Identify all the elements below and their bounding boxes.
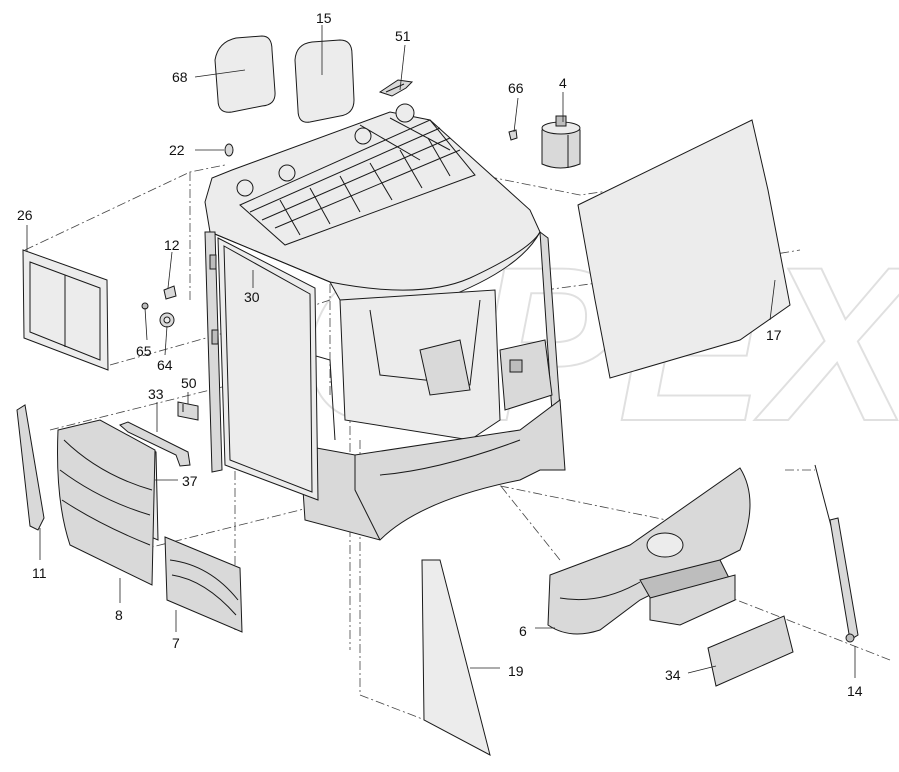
rear-glass-19 — [421, 559, 491, 756]
callouts: 15 51 68 66 4 22 26 12 30 65 64 50 33 37… — [17, 10, 863, 699]
callout-37: 37 — [182, 473, 198, 489]
fastener-22 — [224, 143, 234, 157]
callout-65: 65 — [136, 343, 152, 359]
callout-15: 15 — [316, 10, 332, 26]
callout-19: 19 — [508, 663, 524, 679]
cab-frame — [204, 111, 566, 541]
callout-30: 30 — [244, 289, 260, 305]
hardware-64 — [159, 312, 175, 328]
trim-strip-11 — [16, 404, 45, 531]
callout-22: 22 — [169, 142, 185, 158]
door-30 — [209, 237, 319, 501]
callout-17: 17 — [766, 327, 782, 343]
callout-11: 11 — [32, 565, 47, 581]
handle-33 — [119, 421, 191, 467]
roof-window-right — [294, 39, 355, 123]
side-window-26 — [22, 249, 109, 371]
callout-33: 33 — [148, 386, 164, 402]
bracket-50 — [177, 401, 199, 421]
wiper-arm-14 — [814, 464, 859, 643]
washer-reservoir-4 — [541, 115, 581, 169]
hardware-12 — [163, 285, 177, 300]
callout-8: 8 — [115, 607, 123, 623]
windshield-17 — [577, 119, 791, 379]
rear-cover-6 — [547, 467, 751, 635]
lower-panel-7 — [164, 536, 243, 633]
fastener-66 — [508, 129, 518, 141]
callout-50: 50 — [181, 375, 197, 391]
callout-51: 51 — [395, 28, 411, 44]
callout-14: 14 — [847, 683, 863, 699]
callout-66: 66 — [508, 80, 524, 96]
plate-34 — [707, 615, 794, 687]
bracket-51 — [378, 79, 414, 97]
callout-26: 26 — [17, 207, 33, 223]
callout-34: 34 — [665, 667, 681, 683]
callout-68: 68 — [172, 69, 188, 85]
roof-rails — [239, 117, 476, 246]
callout-4: 4 — [559, 75, 567, 91]
callout-6: 6 — [519, 623, 527, 639]
work-lights — [236, 103, 415, 197]
callout-12: 12 — [164, 237, 180, 253]
callout-7: 7 — [172, 635, 180, 651]
door-panel-8 — [57, 419, 156, 586]
callout-64: 64 — [157, 357, 173, 373]
leader-lines — [26, 25, 856, 678]
roof-window-left — [214, 35, 276, 113]
